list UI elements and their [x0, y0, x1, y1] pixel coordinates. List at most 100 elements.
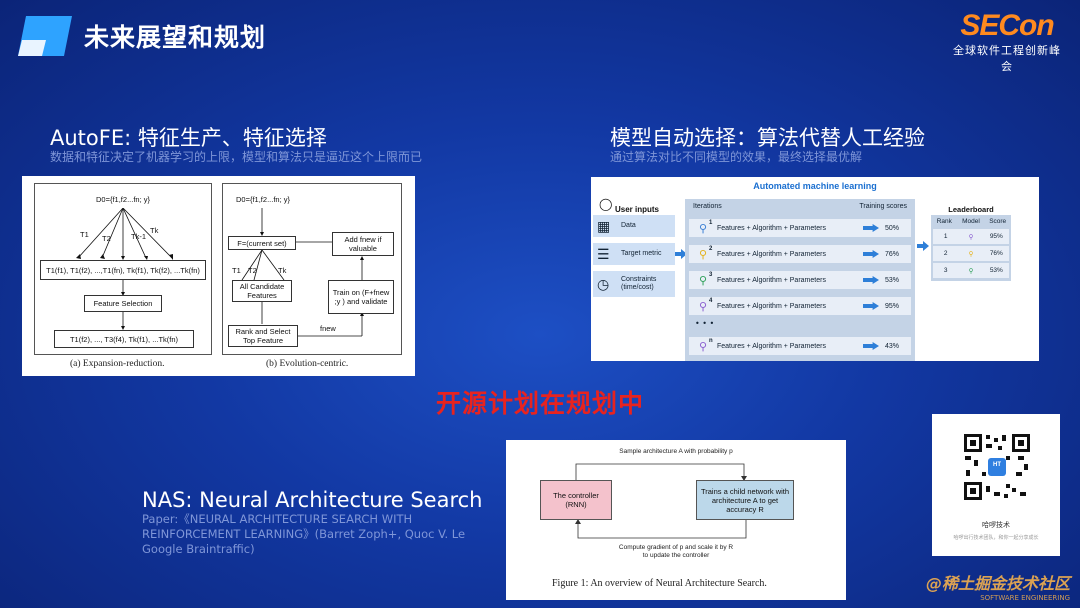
user-inputs-heading: User inputs [615, 205, 660, 214]
right-train-box: Train on (F+fnew ;y ) and validate [328, 280, 394, 314]
input-target-metric: ☰ Target metric [593, 243, 675, 265]
score-arrow-icon [863, 250, 879, 258]
flask-icon: ⚲ [968, 233, 974, 241]
left-t2-label: T2 [102, 234, 111, 243]
iteration-score: 95% [885, 302, 900, 310]
iteration-recipe: Features + Algorithm + Parameters [717, 342, 826, 350]
score-arrow-icon [863, 276, 879, 284]
iteration-recipe: Features + Algorithm + Parameters [717, 250, 826, 258]
iterations-label: Iterations [693, 203, 722, 210]
leaderboard-col-rank: Rank [936, 218, 952, 225]
autofe-figure: D0={f1,f2...fn; y} T1 T2 Tk-1 Tk T1(f1),… [22, 176, 415, 376]
automodel-heading: 模型自动选择：算法代替人工经验 [610, 126, 925, 150]
right-t1-label: T1 [232, 266, 241, 275]
right-rank-box: Rank and Select Top Feature [228, 325, 298, 347]
leaderboard-header: Rank Model Score [931, 218, 1011, 225]
qr-badge: HT [993, 462, 1001, 468]
right-tk-label: Tk [278, 266, 287, 275]
left-d0-box: D0={f1,f2...fn; y} [86, 190, 160, 208]
brand-name: SECon [960, 9, 1054, 42]
left-tk-label: Tk [150, 226, 159, 235]
nas-top-label: Sample architecture A with probability p [619, 448, 733, 455]
autofe-heading: AutoFE: 特征生产、特征选择 [50, 126, 327, 150]
iteration-number: n [709, 338, 713, 344]
flask-icon: ⚲ [968, 267, 974, 275]
flask-icon: ⚲ [698, 222, 708, 235]
iteration-recipe: Features + Algorithm + Parameters [717, 276, 826, 284]
leaderboard-row: 1⚲95% [933, 229, 1009, 244]
flask-icon: ⚲ [698, 340, 708, 353]
nas-bottom-label: Compute gradient of p and scale it by R … [618, 544, 734, 559]
iteration-number: 4 [709, 298, 713, 304]
evolution-centric-frame [222, 183, 402, 355]
nas-caption: Figure 1: An overview of Neural Architec… [552, 578, 767, 589]
input-constraints-label: Constraints (time/cost) [621, 276, 657, 291]
iteration-score: 53% [885, 276, 900, 284]
iteration-score: 50% [885, 224, 900, 232]
flask-icon: ⚲ [698, 300, 708, 313]
left-caption: (a) Expansion-reduction. [70, 359, 165, 369]
score-arrow-icon [863, 224, 879, 232]
left-result-box: T1(f2), ..., T3(f4), Tk(f1), ...Tk(fn) [54, 330, 194, 348]
left-t1-label: T1 [80, 230, 89, 239]
right-add-box: Add fnew if valuable [332, 232, 394, 256]
input-data-label: Data [621, 222, 636, 229]
input-constraints: ◷ Constraints (time/cost) [593, 271, 675, 297]
leaderboard-row: 2 ⚲ 76% [933, 246, 1009, 261]
page-title: 未来展望和规划 [84, 23, 267, 52]
input-data: ▦ Data [593, 215, 675, 237]
right-t2-label: T2 [248, 266, 257, 275]
nas-figure: Sample architecture A with probability p… [506, 440, 846, 600]
left-expanded-box: T1(f1), T1(f2), ...,T1(fn), Tk(f1), Tk(f… [40, 260, 206, 280]
brand-subtitle: 全球软件工程创新峰会 [953, 44, 1061, 73]
right-fnew-label: fnew [320, 324, 336, 333]
right-caption: (b) Evolution-centric. [266, 359, 349, 369]
table-icon: ▦ [597, 218, 611, 234]
iteration-recipe: Features + Algorithm + Parameters [717, 302, 826, 310]
training-scores-label: Training scores [859, 203, 907, 210]
user-icon: ◯ [599, 197, 613, 211]
leaderboard-col-model: Model [962, 218, 980, 225]
leaderboard-rank: 2 [943, 250, 948, 257]
checklist-icon: ☰ [597, 246, 610, 262]
qr-desc: 哈啰出行技术团队，和你一起分享成长 [953, 535, 1039, 541]
qr-card: HT 哈啰技术 哈啰出行技术团队，和你一起分享成长 [932, 414, 1060, 556]
score-arrow-icon [863, 302, 879, 310]
leaderboard-rank: 3 [943, 267, 948, 274]
controller-box: The controller (RNN) [540, 480, 612, 520]
iteration-number: 2 [709, 246, 713, 252]
right-candidates-box: All Candidate Features [232, 280, 292, 302]
automl-title: Automated machine learning [753, 181, 877, 191]
leaderboard-title: Leaderboard [948, 205, 994, 214]
iteration-score: 76% [885, 250, 900, 258]
child-network-box: Trains a child network with architecture… [696, 480, 794, 520]
left-selection-box: Feature Selection [84, 295, 162, 312]
autofe-subheading: 数据和特征决定了机器学习的上限，模型和算法只是逼近这个上限而已 [50, 150, 423, 164]
open-source-callout: 开源计划在规划中 [435, 389, 644, 418]
automl-figure: Automated machine learning ◯ User inputs… [591, 177, 1039, 361]
score-arrow-icon [863, 342, 879, 350]
nas-connectors [575, 463, 747, 539]
expansion-reduction-frame [34, 183, 212, 355]
nas-heading: NAS: Neural Architecture Search [142, 488, 483, 512]
leaderboard-row: 3 ⚲ 53% [933, 263, 1009, 278]
flask-icon: ⚲ [698, 248, 708, 261]
right-d0-box: D0={f1,f2...fn; y} [226, 190, 300, 208]
leaderboard-score: 95% [989, 233, 1003, 240]
clock-icon: ◷ [597, 276, 610, 292]
leaderboard-score: 76% [989, 250, 1003, 257]
left-tk1-label: Tk-1 [131, 232, 146, 241]
leaderboard-score: 53% [989, 267, 1003, 274]
qr-code-icon[interactable] [962, 432, 1032, 502]
automodel-subheading: 通过算法对比不同模型的效果，最终选择最优解 [610, 150, 863, 164]
flask-icon: ⚲ [968, 250, 974, 258]
brand-logo: SECon 全球软件工程创新峰会 [948, 10, 1066, 74]
iteration-number: 3 [709, 272, 713, 278]
flask-icon: ⚲ [698, 274, 708, 287]
input-target-label: Target metric [621, 250, 662, 257]
